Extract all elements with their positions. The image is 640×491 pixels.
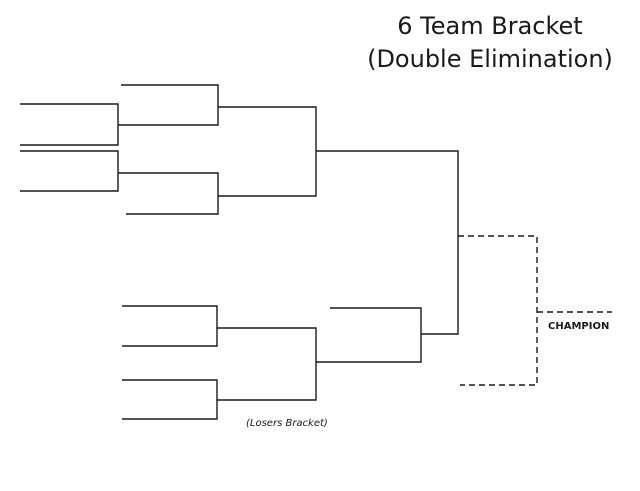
losers-r2-match — [217, 327, 317, 401]
losers-r1-match-2 — [122, 379, 218, 420]
championship-bracket — [458, 235, 538, 386]
champion-label: CHAMPION — [548, 321, 610, 332]
winners-r2-match-1 — [118, 84, 219, 126]
losers-final — [316, 307, 422, 363]
winners-r2-match-2 — [118, 172, 219, 215]
bracket-subtitle: (Double Elimination) — [367, 45, 613, 73]
winners-r1-match-2 — [20, 150, 119, 192]
losers-bracket-label: (Losers Bracket) — [246, 418, 328, 429]
winners-final — [218, 106, 317, 197]
winners-r1-match-1 — [20, 103, 119, 146]
losers-r1-match-1 — [122, 305, 218, 347]
grand-final — [316, 150, 459, 335]
bracket-title: 6 Team Bracket — [397, 12, 583, 40]
